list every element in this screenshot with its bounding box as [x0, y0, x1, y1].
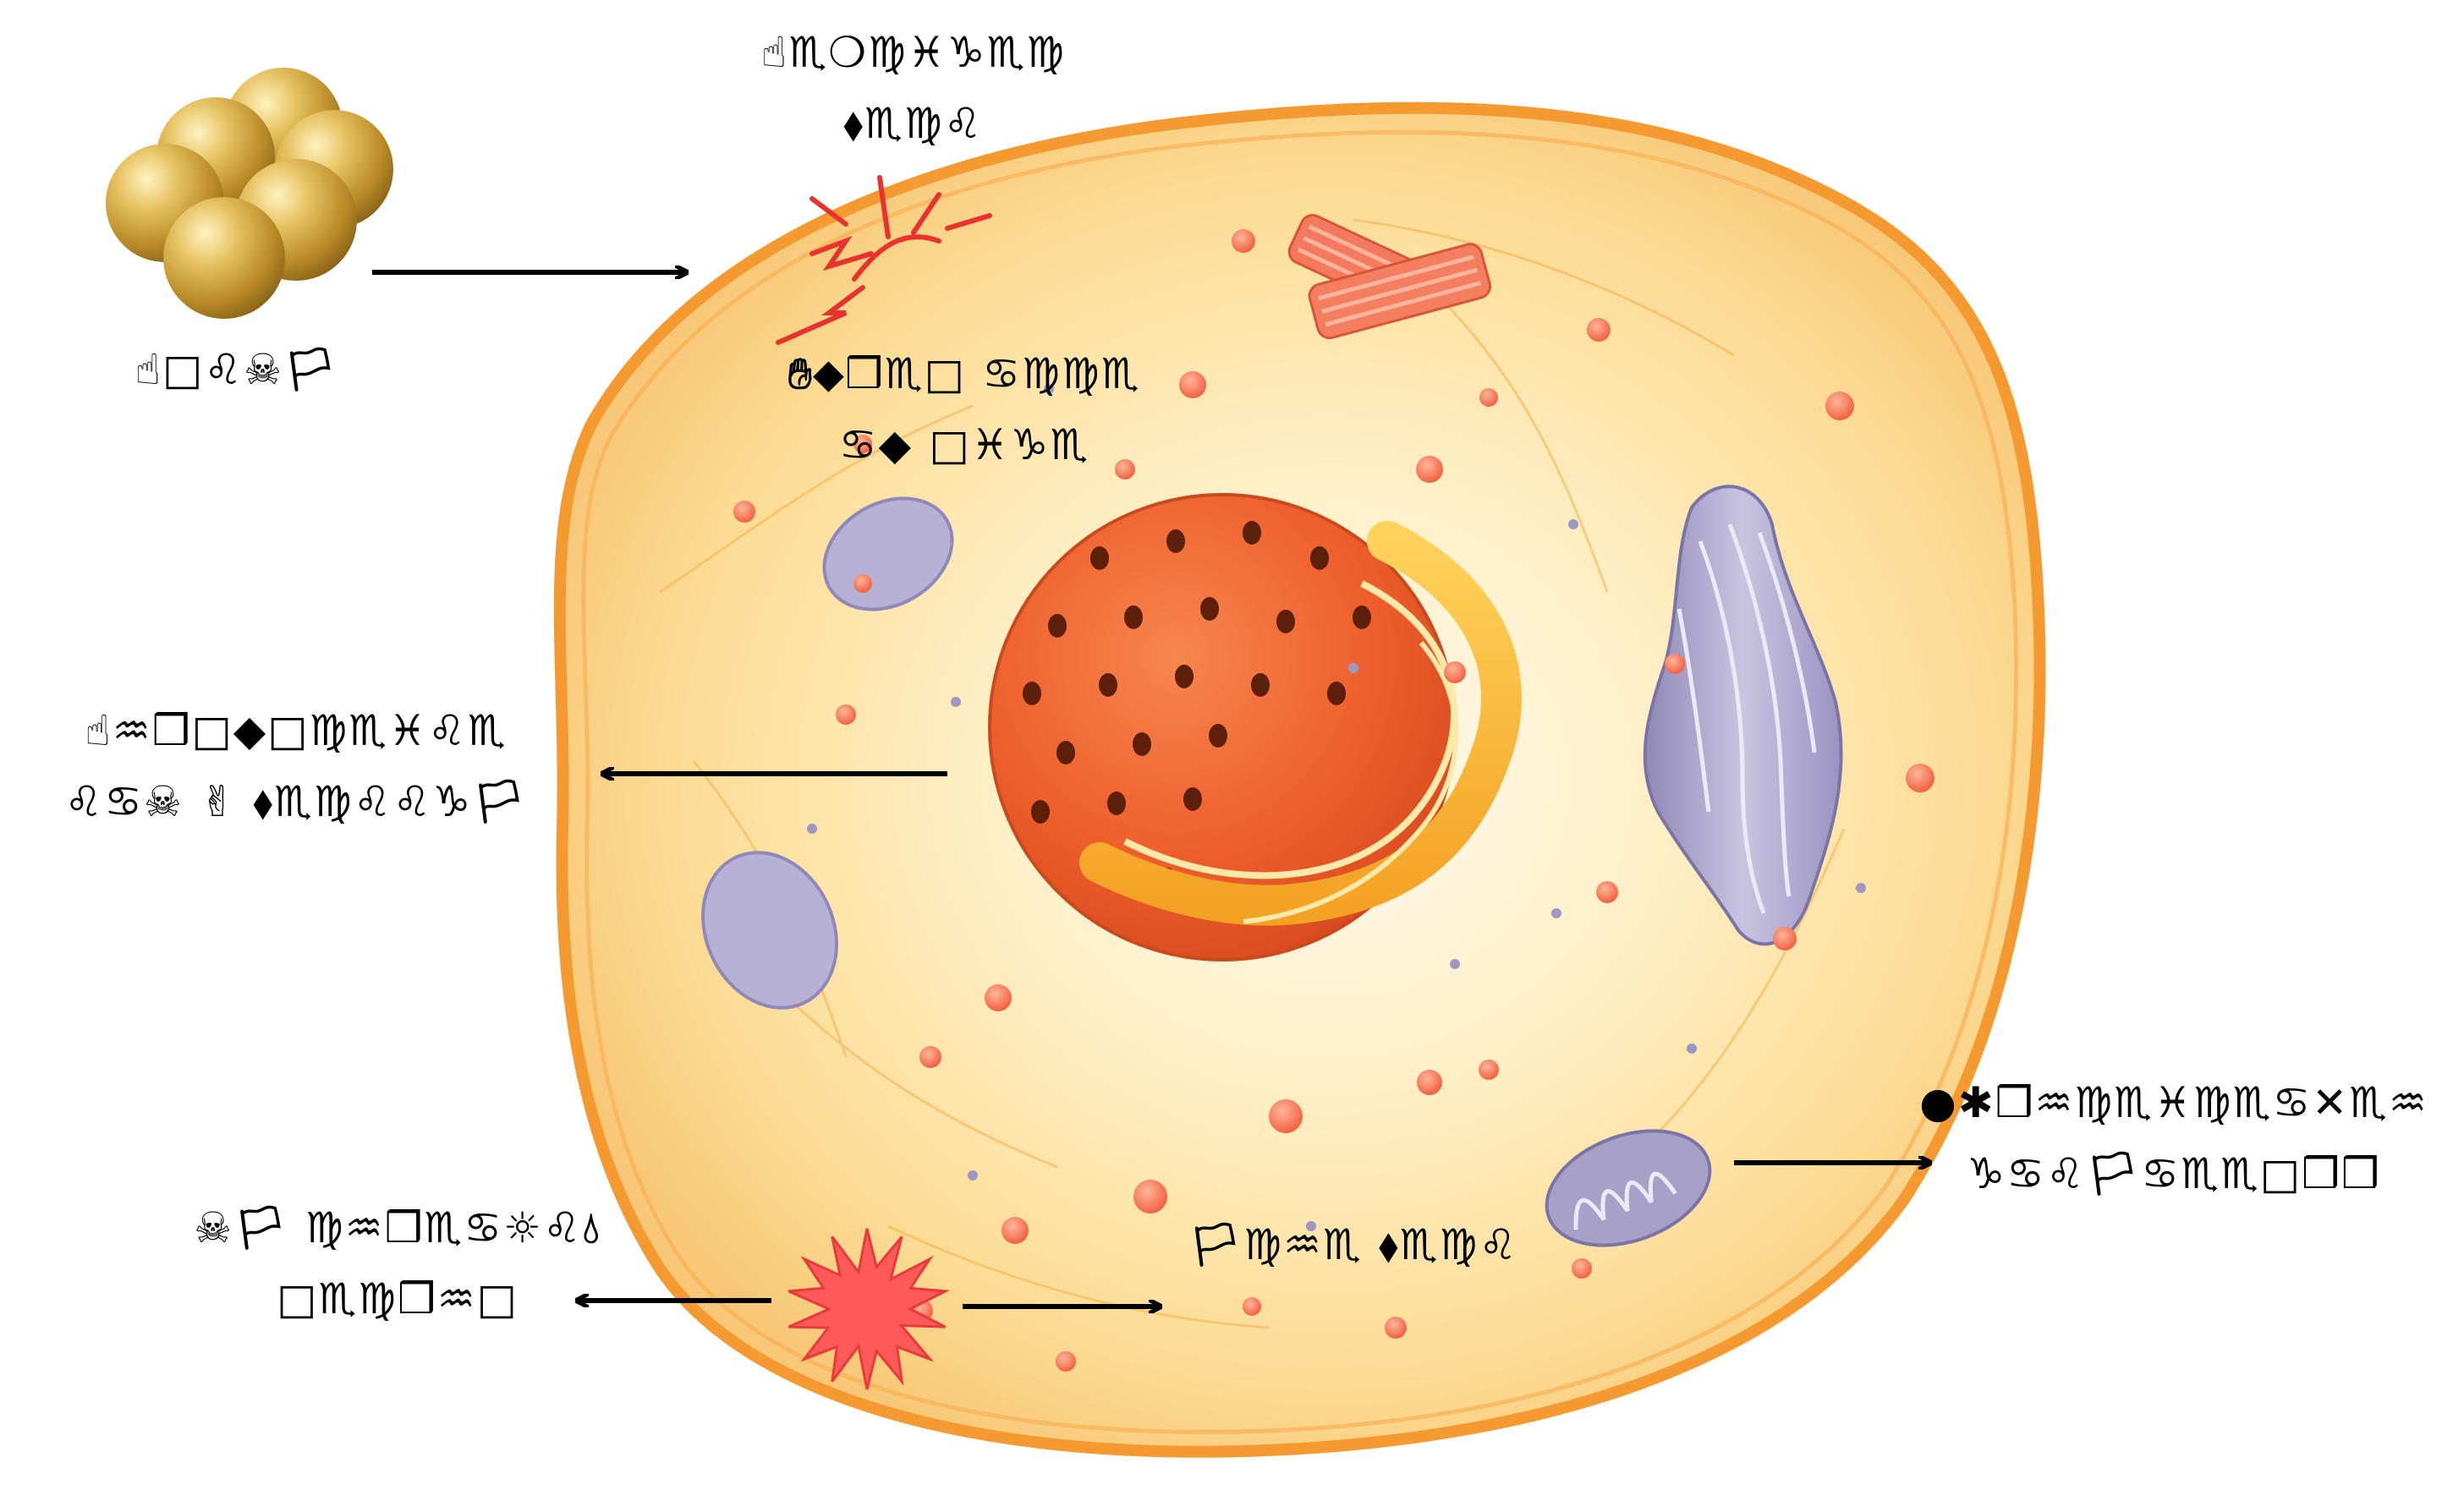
gold-nanoparticle-cluster-icon [106, 68, 393, 319]
vesicle [1479, 1060, 1499, 1080]
nuclear-pore [1090, 546, 1109, 570]
vesicle [1232, 229, 1255, 253]
vesicle [1385, 1317, 1407, 1339]
vesicle [919, 1046, 941, 1068]
cytoplasm-particle [1687, 1044, 1697, 1054]
label-membrane: ✋︎⬥︎❒︎♏︎□︎ ♋︎♍︎♍︎♏︎ ♋︎◆︎ □︎♓︎♑︎♏︎ [787, 349, 1141, 469]
vesicle [1906, 764, 1934, 792]
nuclear-pore [1056, 741, 1075, 764]
cytoplasm-particle [968, 1170, 978, 1180]
vesicle [1243, 1297, 1261, 1316]
arrows [372, 272, 1930, 1306]
nuclear-pore [1023, 682, 1041, 705]
mitochondrion [1545, 1129, 1712, 1247]
label-nucleus: ☝︎♒︎❒︎□︎◆︎□︎♍︎♏︎♓︎♌︎♏︎ ♌︎♋︎☠︎ ✌︎ ⬧︎♏︎♍︎♌… [64, 706, 528, 826]
nuclear-pore [1200, 597, 1219, 621]
vesicle [1479, 388, 1498, 407]
nuclear-pore [1099, 673, 1117, 697]
endoplasmic-reticulum [1079, 521, 1522, 926]
vesicle [1665, 654, 1685, 674]
label-damage-top: ☝︎♏︎❍︎♍︎♓︎♑︎♏︎♍︎ ⬧︎♏︎♍︎♌︎ [760, 28, 1067, 148]
label-mitochondria: ●︎✱︎❒︎♒︎♍︎♏︎♓︎♍︎♏︎♋︎✕︎♏︎♒︎ ♑︎♋︎♌︎🏳︎♋︎♏︎♏… [1919, 1078, 2428, 1198]
nuclear-pore [1353, 605, 1371, 629]
cytoplasm-particle [1044, 384, 1054, 394]
vesicle [985, 984, 1012, 1011]
nuclear-pore [1166, 529, 1185, 553]
vesicle [1417, 1070, 1442, 1095]
vesicle [1572, 1258, 1592, 1279]
vesicle [853, 574, 872, 593]
vesicle [1115, 459, 1135, 479]
nuclear-pore [1209, 724, 1227, 748]
nuclear-pore [1310, 546, 1329, 570]
cytoplasm-particle [1450, 959, 1460, 969]
vesicle [836, 704, 856, 725]
nuclear-pore [1133, 732, 1151, 756]
vesicle [1587, 318, 1611, 342]
red-burst-icon [787, 1228, 950, 1390]
vesicle [1056, 1351, 1076, 1372]
cytoplasm-particle [1551, 908, 1561, 918]
vesicle [1269, 1099, 1303, 1133]
vesicle [1002, 1217, 1029, 1244]
cytoplasm-particle [1306, 1221, 1316, 1231]
nuclear-pore [1243, 521, 1261, 545]
cytoplasm-particle [951, 697, 961, 707]
centriole [1287, 214, 1492, 340]
vesicle [1416, 456, 1443, 483]
cytoplasm-particle [807, 824, 817, 834]
vesicle [1596, 881, 1618, 903]
vesicle [1825, 392, 1854, 420]
nuclear-pore [1327, 682, 1346, 705]
cytoplasm-particle [1856, 883, 1866, 893]
nuclear-pore [1048, 614, 1067, 638]
cytoplasm-particle [1568, 519, 1578, 529]
vesicle [1773, 927, 1797, 950]
label-right-bottom: 🏳︎♍︎♒︎♏︎ ⬧︎♏︎♍︎♌︎ [1188, 1220, 1519, 1269]
nuclear-pore [1183, 787, 1202, 811]
vesicle [1444, 661, 1466, 683]
vacuole-left [701, 851, 838, 1010]
nuclear-pore [1276, 610, 1295, 633]
vesicle [733, 501, 755, 523]
nuclear-pore [1124, 605, 1143, 629]
nuclear-pore [1175, 665, 1194, 688]
vesicle [853, 435, 872, 453]
membrane-damage-spark-icon [776, 175, 992, 345]
label-particles: ☝︎□♌︎☠︎🏳︎ [134, 345, 339, 394]
nuclear-pore [1251, 673, 1270, 697]
cytoplasm-particle [1348, 663, 1358, 673]
vesicle [1179, 371, 1206, 398]
label-left-bottom: ☠︎🏳︎ ♍︎♒︎❒︎♏︎♋︎☼︎♌︎💧︎ □︎♏︎♍︎❒︎♒︎□︎ [194, 1203, 601, 1323]
nuclear-pore [1107, 792, 1126, 815]
vesicle [1133, 1180, 1167, 1213]
nuclear-pore [1031, 800, 1050, 824]
